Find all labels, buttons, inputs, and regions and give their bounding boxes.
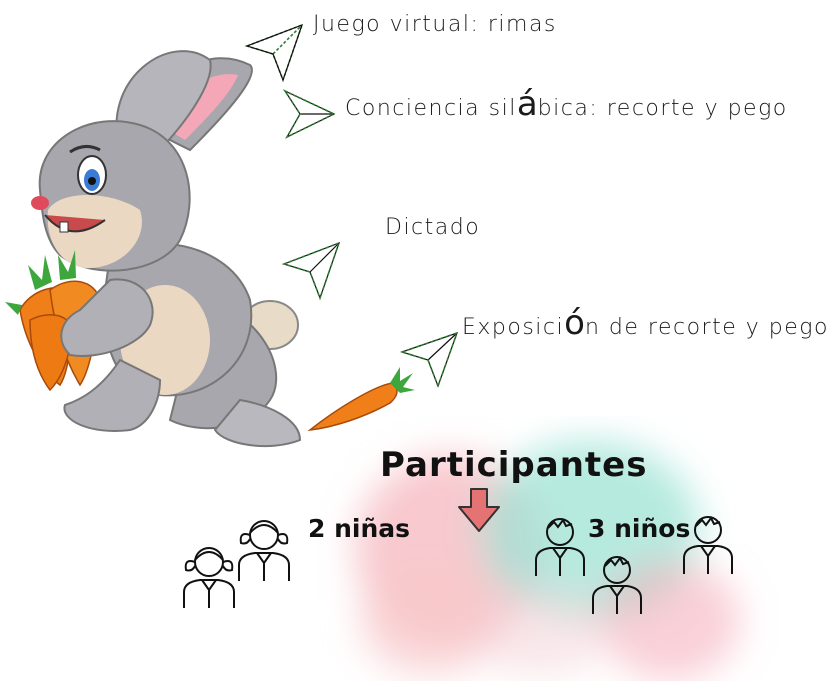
activity-2-text-b: bica: recorte y pego bbox=[537, 96, 788, 121]
paper-plane-icon bbox=[399, 331, 459, 389]
activity-2-text-a: Conciencia sil bbox=[345, 96, 517, 121]
down-arrow-icon bbox=[458, 488, 500, 532]
activity-1-text: Juego virtual: rimas bbox=[313, 12, 557, 37]
girls-count: 2 niñas bbox=[308, 514, 411, 543]
boy-icon bbox=[535, 518, 585, 576]
activity-4-text-a: Exposici bbox=[462, 315, 565, 340]
paper-plane-icon bbox=[244, 23, 304, 83]
activity-3: Dictado bbox=[385, 215, 480, 240]
boy-icon bbox=[592, 556, 642, 614]
activity-2-accent: á bbox=[516, 84, 538, 124]
paper-plane-icon bbox=[281, 241, 341, 301]
activity-4-accent: ó bbox=[564, 303, 585, 343]
activity-3-text: Dictado bbox=[385, 215, 481, 240]
girl-icon bbox=[238, 520, 290, 581]
participants-title: Participantes bbox=[380, 445, 648, 485]
activity-4-text-b: n de recorte y pego bbox=[584, 315, 829, 340]
carrot-icon bbox=[307, 367, 415, 432]
activity-1: Juego virtual: rimas bbox=[313, 12, 557, 37]
paper-plane-icon bbox=[282, 89, 336, 139]
boys-count: 3 niños bbox=[588, 514, 691, 543]
boy-icon bbox=[683, 516, 733, 574]
girl-icon bbox=[183, 547, 235, 608]
activity-2: Conciencia silábica: recorte y pego bbox=[345, 84, 788, 129]
activity-4: Exposición de recorte y pego bbox=[462, 303, 829, 348]
bunny-illustration bbox=[5, 50, 302, 447]
